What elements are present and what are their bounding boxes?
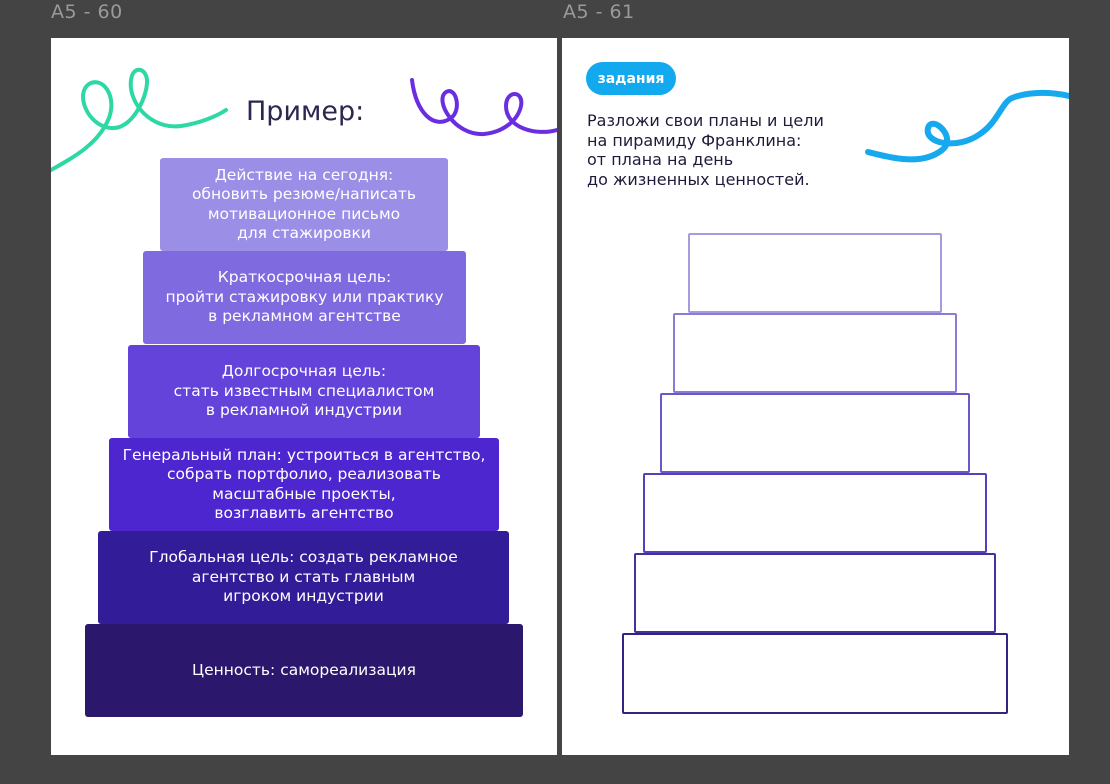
empty-pyramid-step-3[interactable] <box>660 393 970 473</box>
empty-pyramid-step-2[interactable] <box>673 313 957 393</box>
pyramid-step-value: Ценность: самореализация <box>85 624 523 717</box>
teal-squiggle-decoration <box>51 67 228 172</box>
pyramid-step-long-term-goal: Долгосрочная цель: стать известным специ… <box>128 345 480 438</box>
task-badge: задания <box>586 62 676 95</box>
pyramid-step-global-goal: Глобальная цель: создать рекламное агент… <box>98 531 509 624</box>
empty-pyramid-step-5[interactable] <box>634 553 996 633</box>
artboard-example[interactable]: Пример: Действие на сегодня: обновить ре… <box>51 38 557 755</box>
task-instructions: Разложи свои планы и цели на пирамиду Фр… <box>587 111 824 189</box>
frame-label-left[interactable]: A5 - 60 <box>51 1 123 23</box>
artboard-task[interactable]: задания Разложи свои планы и цели на пир… <box>562 38 1069 755</box>
pyramid-step-today-action: Действие на сегодня: обновить резюме/нап… <box>160 158 448 251</box>
empty-pyramid-step-4[interactable] <box>643 473 987 553</box>
empty-pyramid-step-1[interactable] <box>688 233 942 313</box>
empty-pyramid-step-6[interactable] <box>622 633 1008 714</box>
purple-squiggle-decoration <box>410 78 557 137</box>
blue-squiggle-decoration <box>865 89 1069 163</box>
example-title: Пример: <box>246 96 365 127</box>
pyramid-step-general-plan: Генеральный план: устроиться в агентство… <box>109 438 499 531</box>
pyramid-step-short-term-goal: Краткосрочная цель: пройти стажировку ил… <box>143 251 466 344</box>
frame-label-right[interactable]: A5 - 61 <box>563 1 635 23</box>
